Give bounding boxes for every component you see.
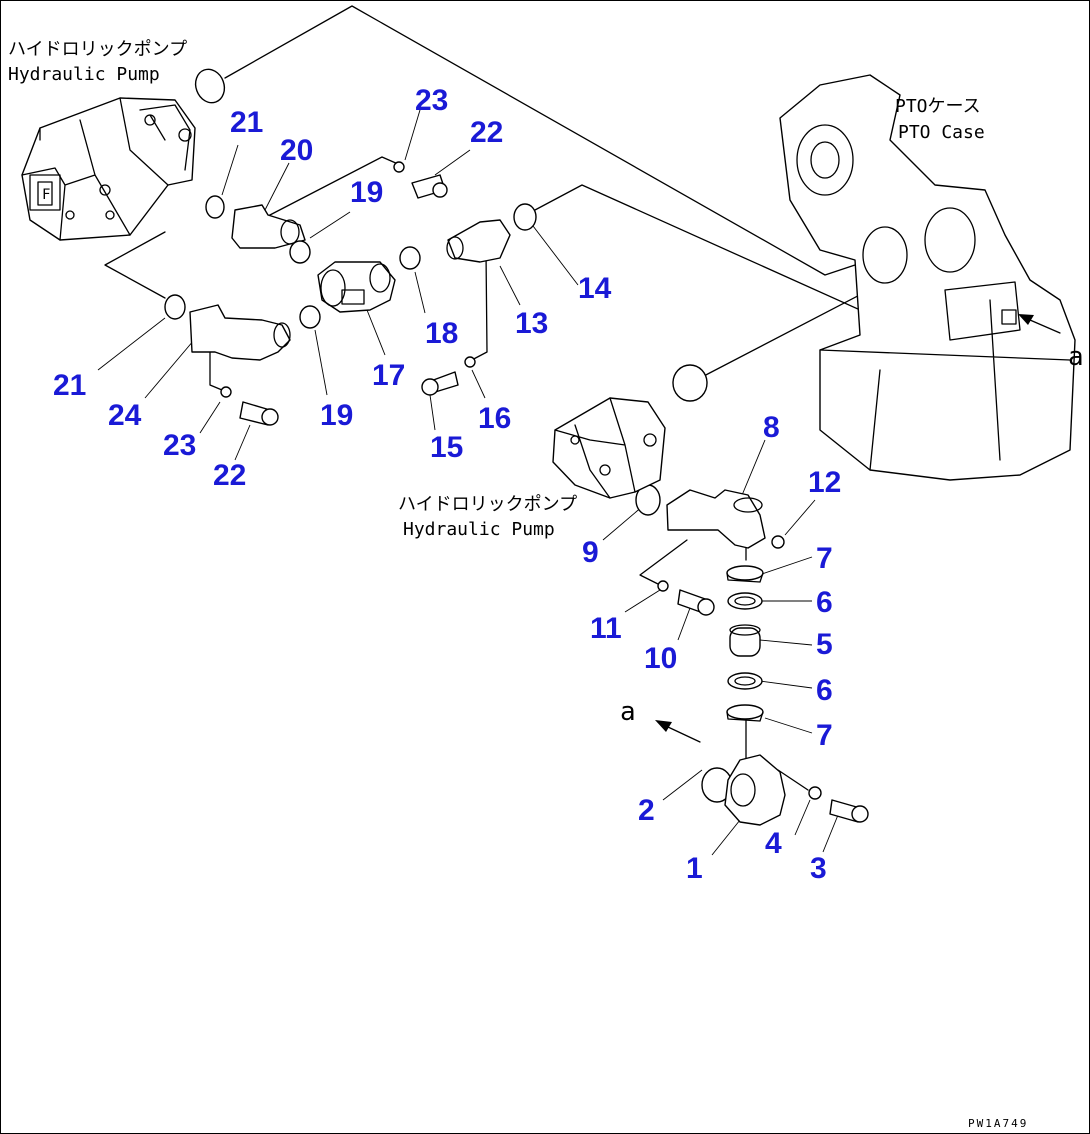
callout-15: 15 (430, 431, 463, 464)
callout-19-top: 19 (350, 176, 383, 209)
caption-pump-mid-jp: ハイドロリックポンプ (398, 494, 577, 515)
caption-pto-en: PTO Case (898, 122, 985, 143)
callout-23-bottom: 23 (163, 429, 196, 462)
callout-2: 2 (638, 794, 655, 827)
drawing-code: PW1A749 (968, 1117, 1028, 1130)
callout-5: 5 (816, 628, 833, 661)
bolts-washers (220, 161, 869, 823)
captions: ハイドロリックポンプ Hydraulic Pump PTOケース PTO Cas… (8, 39, 1084, 1130)
callout-21-left: 21 (53, 369, 86, 402)
callout-13: 13 (515, 307, 548, 340)
callout-23-top: 23 (415, 84, 448, 117)
callout-14: 14 (578, 272, 612, 305)
part-8-elbow (666, 489, 766, 549)
callout-22-bottom: 22 (213, 459, 246, 492)
part-13-flange (446, 219, 511, 263)
pto-case (779, 74, 1076, 481)
hose-assembly (726, 565, 764, 722)
callout-7-top: 7 (816, 542, 833, 575)
callout-3: 3 (810, 852, 827, 885)
caption-pump-mid-en: Hydraulic Pump (403, 519, 555, 540)
callout-22-top: 22 (470, 116, 503, 149)
callout-11: 11 (590, 612, 622, 645)
view-arrows (655, 314, 1061, 743)
svg-text:F: F (42, 187, 52, 203)
callout-8: 8 (763, 411, 780, 444)
callout-10: 10 (644, 642, 677, 675)
caption-pump-top-jp: ハイドロリックポンプ (8, 39, 187, 60)
callout-16: 16 (478, 402, 511, 435)
seals (164, 68, 733, 803)
view-mark-a-right: a (1068, 342, 1084, 372)
callout-1: 1 (686, 852, 703, 885)
callout-6-bottom: 6 (816, 674, 833, 707)
part-20-flange (231, 204, 306, 249)
part-17-housing (317, 261, 396, 313)
callout-9: 9 (582, 536, 599, 569)
callout-21-top: 21 (230, 106, 263, 139)
callout-19-bottom: 19 (320, 399, 353, 432)
caption-pto-jp: PTOケース (895, 96, 981, 117)
hydraulic-pump-middle (552, 397, 666, 499)
callout-17: 17 (372, 359, 405, 392)
view-mark-a-left: a (620, 697, 636, 727)
hydraulic-pump-top: F (21, 97, 196, 241)
callout-18: 18 (425, 317, 458, 350)
part-1-elbow (724, 754, 786, 826)
caption-pump-top-en: Hydraulic Pump (8, 64, 160, 85)
callout-7-bottom: 7 (816, 719, 833, 752)
callout-20: 20 (280, 134, 313, 167)
callout-4: 4 (765, 827, 782, 860)
part-24-elbow (189, 304, 291, 361)
callout-12: 12 (808, 466, 841, 499)
callout-6-top: 6 (816, 586, 833, 619)
callouts: 21 20 23 22 19 14 18 13 17 21 24 19 16 1… (53, 84, 841, 885)
callout-24: 24 (108, 399, 142, 432)
